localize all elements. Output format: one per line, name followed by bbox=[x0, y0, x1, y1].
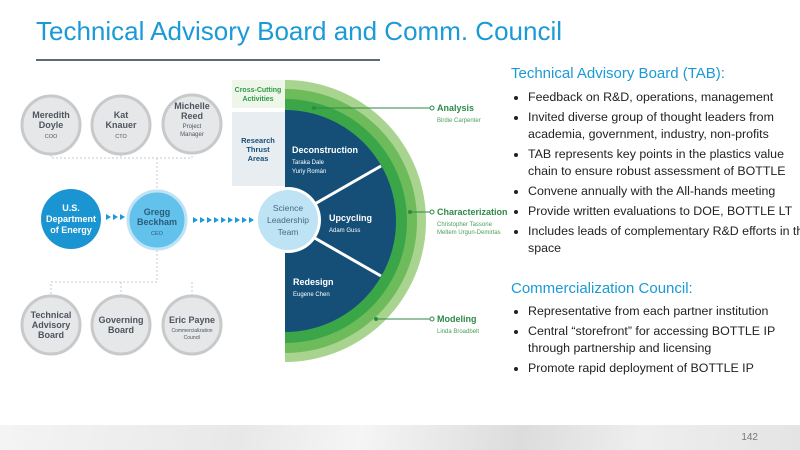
bullet-item: Convene annually with the All-hands meet… bbox=[528, 183, 800, 200]
node-michelle-reed: Michelle Reed Project Manager bbox=[161, 93, 223, 155]
label-text: Birdie Carpenter bbox=[437, 118, 481, 124]
label-text: Deconstruction bbox=[292, 145, 358, 155]
bullet-item: Feedback on R&D, operations, management bbox=[528, 89, 800, 106]
label-text: Areas bbox=[248, 154, 269, 163]
sector-deconstruction: Deconstruction Taraka Dale Yuriy Román bbox=[292, 145, 358, 175]
label-text: Science bbox=[273, 203, 304, 213]
node-gregg-beckham: Gregg Beckham CEO bbox=[126, 189, 188, 251]
label-text: Knauer bbox=[105, 120, 137, 130]
research-thrust-label-box bbox=[232, 112, 285, 186]
callout-modeling: Modeling Linda Broadbelt bbox=[437, 314, 479, 335]
label-text: Redesign bbox=[293, 277, 334, 287]
label-text: Gregg bbox=[144, 207, 171, 217]
label-text: Modeling bbox=[437, 314, 477, 324]
callout-characterization: Characterization Christopher Tassone Mel… bbox=[437, 207, 508, 236]
label-text: Commercialization bbox=[171, 328, 212, 334]
callout-dots bbox=[312, 106, 412, 321]
title-divider bbox=[36, 59, 380, 61]
label-text: Leadership bbox=[267, 215, 309, 225]
bullet-item: Provide written evaluations to DOE, BOTT… bbox=[528, 203, 800, 220]
label-text: Christopher Tassone bbox=[437, 222, 493, 228]
label-text: Beckham bbox=[137, 217, 177, 227]
label-text: Upcycling bbox=[329, 213, 372, 223]
sector-upcycling: Upcycling Adam Guss bbox=[329, 213, 372, 234]
label-text: U.S. bbox=[62, 203, 80, 213]
cc-heading: Commercialization Council: bbox=[511, 280, 693, 297]
label-text: COO bbox=[45, 134, 58, 140]
label-text: of Energy bbox=[50, 225, 92, 235]
bullet-item: Central “storefront” for accessing BOTTL… bbox=[528, 323, 800, 357]
tab-heading: Technical Advisory Board (TAB): bbox=[511, 65, 725, 82]
label-text: Taraka Dale bbox=[292, 160, 325, 166]
label-text: Advisory bbox=[32, 320, 71, 330]
label-text: Governing bbox=[98, 315, 143, 325]
node-kat-knauer: Kat Knauer CTO bbox=[90, 94, 152, 156]
science-leadership-team bbox=[258, 190, 318, 250]
footer-band bbox=[0, 425, 800, 450]
label-text: Thrust bbox=[246, 145, 270, 154]
label-text: Council bbox=[184, 335, 201, 341]
cross-cutting-label: Cross-Cutting bbox=[235, 87, 282, 94]
label-text: Board bbox=[108, 325, 134, 335]
callout-lines bbox=[314, 105, 435, 322]
research-thrust-label: Research bbox=[241, 136, 275, 145]
label-text: Manager bbox=[180, 132, 204, 138]
label-text: Meredith bbox=[32, 110, 70, 120]
label-text: Eugene Chen bbox=[293, 292, 330, 298]
page-title: Technical Advisory Board and Comm. Counc… bbox=[36, 16, 563, 46]
label-text: Adam Guss bbox=[329, 228, 360, 234]
node-governing-board: Governing Board bbox=[90, 294, 152, 356]
label-text: Linda Broadbelt bbox=[437, 329, 479, 335]
label-text: Characterization bbox=[437, 207, 508, 217]
label-text: Board bbox=[38, 330, 64, 340]
sector-redesign: Redesign Eugene Chen bbox=[293, 277, 334, 298]
label-text: Meltem Urgun-Demirtas bbox=[437, 230, 501, 236]
node-meredith-doyle: Meredith Doyle COO bbox=[20, 94, 82, 156]
label-text: Project bbox=[183, 124, 202, 130]
arrow-chevrons bbox=[106, 214, 254, 223]
label-text: Yuriy Román bbox=[292, 169, 326, 175]
label-text: Reed bbox=[181, 111, 203, 121]
bullet-item: Invited diverse group of thought leaders… bbox=[528, 109, 800, 143]
tab-bullet-list: Feedback on R&D, operations, management … bbox=[511, 89, 800, 260]
node-eric-payne: Eric Payne Commercialization Council bbox=[161, 294, 223, 356]
research-semicircle bbox=[285, 110, 396, 332]
label-text: Kat bbox=[114, 110, 129, 120]
cross-cutting-label-box bbox=[232, 80, 285, 108]
label-text: Department bbox=[46, 214, 96, 224]
callout-analysis: Analysis Birdie Carpenter bbox=[437, 103, 481, 124]
label-text: Analysis bbox=[437, 103, 474, 113]
bullet-item: Includes leads of complementary R&D effo… bbox=[528, 223, 800, 257]
node-doe: U.S. Department of Energy bbox=[41, 189, 101, 249]
label-text: Activities bbox=[242, 96, 273, 103]
bullet-item: Representative from each partner institu… bbox=[528, 303, 800, 320]
label-text: Eric Payne bbox=[169, 315, 215, 325]
label-text: Michelle bbox=[174, 101, 210, 111]
label-text: Doyle bbox=[39, 120, 64, 130]
label-text: Technical bbox=[31, 310, 72, 320]
bullet-item: Promote rapid deployment of BOTTLE IP bbox=[528, 360, 800, 377]
bullet-item: TAB represents key points in the plastic… bbox=[528, 146, 800, 180]
cc-bullet-list: Representative from each partner institu… bbox=[511, 303, 800, 380]
label-text: CTO bbox=[115, 134, 127, 140]
label-text: Team bbox=[278, 227, 299, 237]
node-technical-advisory-board: Technical Advisory Board bbox=[20, 294, 82, 356]
page-number: 142 bbox=[741, 432, 758, 443]
label-text: CEO bbox=[151, 231, 164, 237]
